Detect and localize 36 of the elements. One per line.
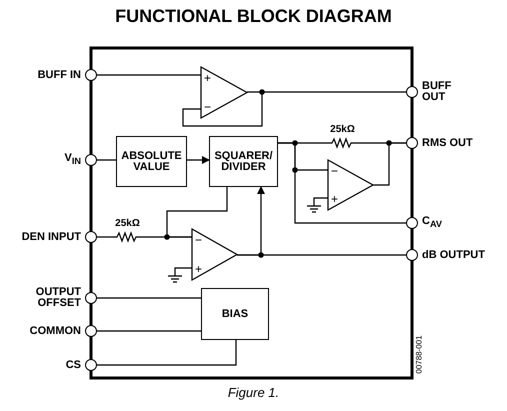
title: FUNCTIONAL BLOCK DIAGRAM [114, 6, 393, 27]
wire [97, 74, 201, 76]
block-box: SQUARER/ DIVIDER [209, 136, 278, 187]
arrow [187, 156, 210, 164]
document-number: 00788-001 [414, 335, 424, 374]
input-sign: + [331, 193, 338, 205]
wire [166, 187, 228, 238]
wire [373, 142, 406, 186]
wire [97, 330, 201, 332]
pin-label: RMS OUT [422, 138, 473, 148]
input-sign: − [204, 101, 212, 113]
wire [97, 236, 112, 238]
pin-label: OUTPUT OFFSET [34, 287, 81, 309]
pin-label: BUFF OUT [422, 81, 452, 103]
block-box: ABSOLUTE VALUE [116, 136, 187, 187]
pin-label: COMMON [30, 326, 81, 336]
pin-label: BUFF IN [38, 70, 81, 80]
figure-caption: Figure 1. [226, 385, 280, 400]
pin-label: CS [66, 360, 81, 370]
wire [97, 159, 116, 161]
pin-label: C$_{AV}$ [422, 216, 442, 230]
input-sign: + [195, 263, 202, 275]
input-sign: − [195, 234, 202, 246]
wire [97, 340, 237, 366]
input-sign: + [204, 72, 212, 84]
resistor-value: 25kΩ [329, 124, 356, 135]
wire [278, 142, 406, 224]
input-sign: − [331, 165, 338, 177]
arrow [237, 186, 265, 256]
pin-label: V$_{IN}$ [64, 152, 81, 168]
pin-label: DEN INPUT [22, 232, 81, 242]
resistor-value: 25kΩ [114, 218, 141, 229]
pin-label: dB OUTPUT [422, 250, 485, 260]
wire [97, 297, 201, 299]
wire [247, 91, 406, 93]
block-box: BIAS [201, 288, 269, 340]
